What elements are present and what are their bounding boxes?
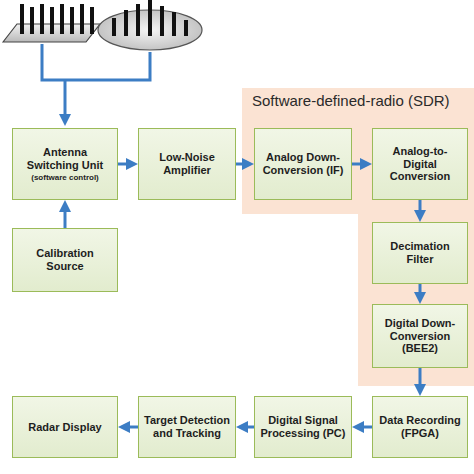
process-box: Calibration Source: [12, 228, 118, 292]
process-box: Data Recording (FPGA): [372, 396, 468, 458]
circular-antenna-array: [98, 0, 202, 50]
box-label: Radar Display: [28, 421, 101, 434]
process-box: Low-Noise Amplifier: [138, 128, 236, 200]
box-label: Analog Down-Conversion (IF): [259, 151, 347, 177]
antenna-element: [160, 6, 164, 36]
process-box: Digital Down-Conversion (BEE2): [372, 304, 468, 368]
flow-arrow: [419, 284, 422, 292]
antenna-element: [136, 4, 140, 36]
box-label: Calibration Source: [17, 247, 113, 273]
box-label: Analog-to-Digital Conversion: [377, 145, 463, 184]
antenna-element: [40, 4, 44, 34]
flow-arrow: [130, 426, 138, 429]
box-label: Decimation Filter: [377, 240, 463, 266]
box-label: Digital Signal Processing (PC): [259, 414, 347, 440]
antenna-elements: [20, 4, 94, 34]
sdr-band: [242, 88, 474, 386]
box-label: Antenna Switching Unit: [17, 146, 113, 172]
process-box: Analog-to-Digital Conversion: [372, 128, 468, 200]
antenna-element: [30, 7, 34, 34]
box-label: Digital Down-Conversion (BEE2): [377, 317, 463, 356]
feed-line: [42, 44, 65, 80]
antenna-elements: [112, 0, 188, 36]
region-label: Software-defined-radio (SDR): [242, 88, 474, 110]
box-note: (software control): [31, 173, 99, 182]
flow-arrow: [64, 212, 67, 228]
antenna-element: [20, 4, 24, 34]
antenna-element: [80, 4, 84, 34]
box-label: Low-Noise Amplifier: [143, 151, 231, 177]
flow-arrow: [236, 163, 242, 166]
flow-arrow: [419, 368, 422, 384]
antenna-element: [172, 12, 176, 36]
antenna-element: [112, 18, 116, 36]
antenna-feed-lines: [42, 44, 150, 114]
process-box: Radar Display: [12, 396, 118, 458]
box-label: Data Recording (FPGA): [377, 414, 463, 440]
process-box: Target Detection and Tracking: [138, 396, 236, 458]
feed-line: [65, 52, 150, 80]
antenna-element: [50, 7, 54, 34]
sdr-region: Software-defined-radio (SDR) Analog Down-…: [242, 88, 474, 386]
antenna-element: [124, 10, 128, 36]
antenna-element: [148, 0, 152, 36]
process-box: Analog Down-Conversion (IF): [254, 128, 352, 200]
box-label: Target Detection and Tracking: [143, 414, 231, 440]
antenna-element: [90, 7, 94, 34]
flow-arrow: [419, 200, 422, 210]
process-box: Decimation Filter: [372, 222, 468, 284]
flow-arrow: [118, 163, 126, 166]
antenna-element: [60, 4, 64, 34]
planar-antenna-array: [3, 4, 100, 42]
flow-arrow: [364, 426, 372, 429]
feed-arrow: [64, 80, 67, 114]
antenna-element: [70, 7, 74, 34]
antenna-element: [184, 20, 188, 36]
process-box: Antenna Switching Unit(software control): [12, 128, 118, 200]
flow-arrow: [352, 163, 360, 166]
process-box: Digital Signal Processing (PC): [254, 396, 352, 458]
